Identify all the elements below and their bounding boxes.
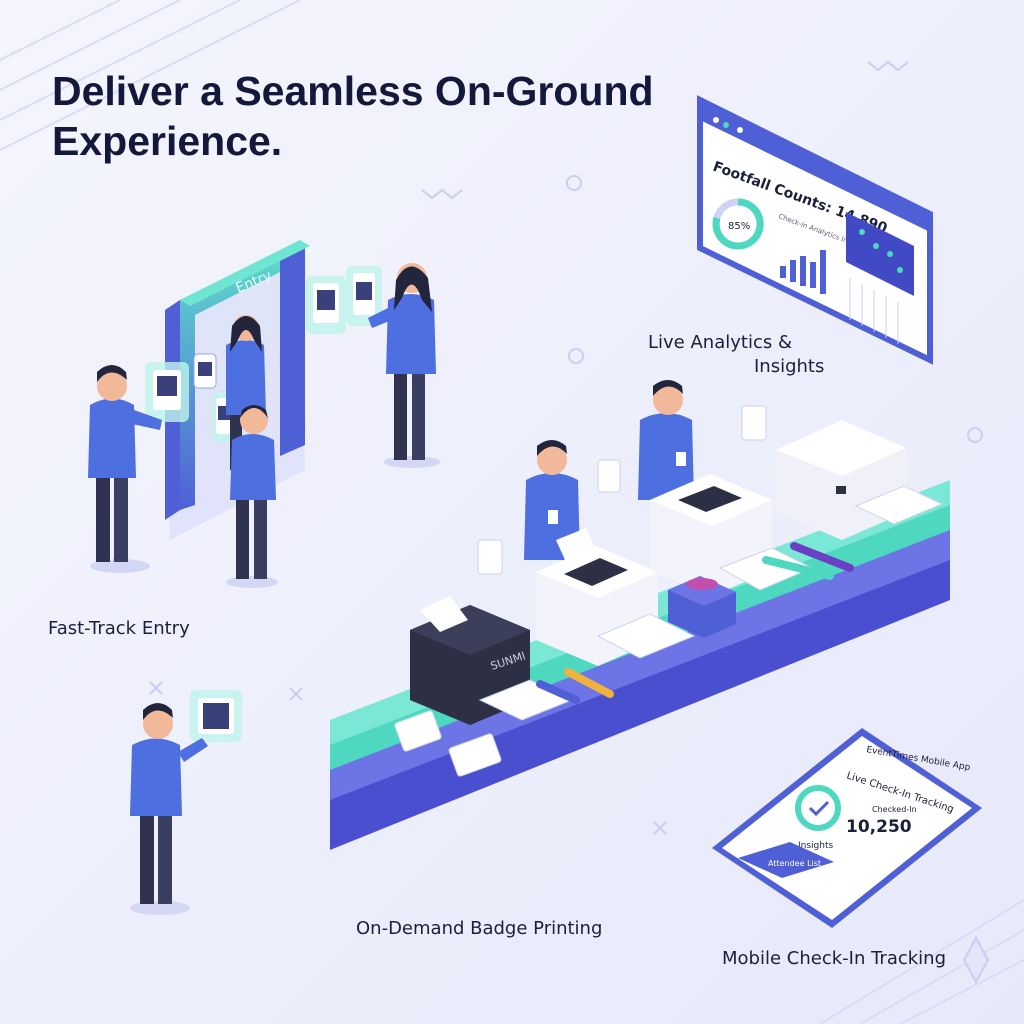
feature-label-printing: On-Demand Badge Printing bbox=[356, 918, 603, 939]
dashboard-ring-value: 85% bbox=[728, 221, 750, 232]
phone-count: 10,250 bbox=[846, 817, 912, 837]
feature-label-mobile: Mobile Check-In Tracking bbox=[722, 948, 947, 969]
headline-line-1: Deliver a Seamless On-Ground bbox=[52, 68, 654, 114]
headline-line-2: Experience. bbox=[52, 118, 283, 164]
person-entry-phone bbox=[226, 405, 278, 588]
hanging-badges bbox=[477, 405, 767, 575]
phone-button-label: Attendee List bbox=[768, 859, 821, 868]
person-woman-right bbox=[368, 263, 440, 468]
analytics-dashboard: Footfall Counts: 14,890 85% Check-in Ana… bbox=[697, 95, 933, 365]
feature-label-analytics-2: Insights bbox=[754, 356, 825, 377]
dashboard-bar-chart bbox=[780, 250, 826, 294]
decor-shapes bbox=[149, 60, 990, 985]
lanyards bbox=[536, 542, 854, 704]
phone-caption: Checked-In bbox=[872, 805, 917, 814]
person-scanning-qr bbox=[130, 703, 208, 915]
phone-sub: Insights bbox=[798, 841, 833, 851]
staff-printing-2 bbox=[638, 380, 694, 500]
ribbon-box bbox=[668, 576, 736, 638]
mobile-phone: EventTimes Mobile App Live Check-In Trac… bbox=[712, 728, 982, 928]
page-headline: Deliver a Seamless On-Ground Experience. bbox=[52, 66, 732, 166]
feature-label-analytics-1: Live Analytics & bbox=[648, 332, 792, 353]
feature-label-entry: Fast-Track Entry bbox=[48, 618, 190, 639]
floating-qr-cards bbox=[145, 266, 382, 742]
person-entry-left bbox=[88, 365, 162, 573]
